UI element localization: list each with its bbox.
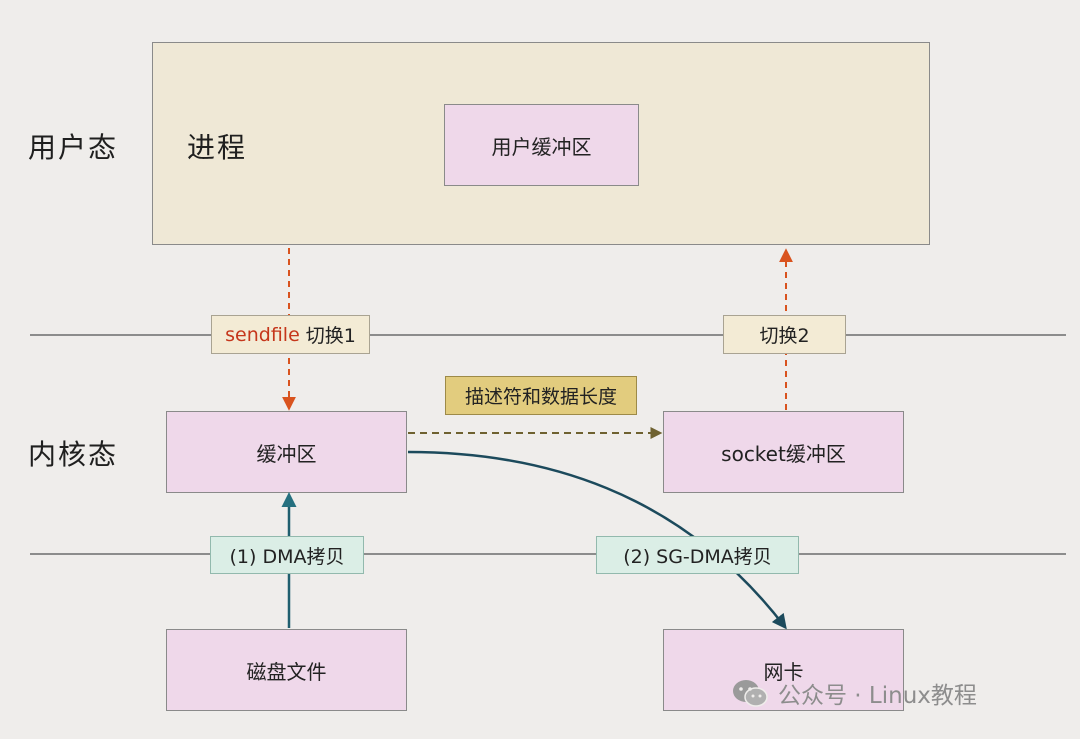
user-space-label: 用户态 xyxy=(28,131,119,164)
descriptor-tag: 描述符和数据长度 xyxy=(445,376,637,415)
wechat-watermark: 公众号 · Linux教程 xyxy=(730,676,977,710)
dma-copy-tag: (1) DMA拷贝 xyxy=(210,536,364,574)
switch2-tag: 切换2 xyxy=(723,315,846,354)
sendfile-switch1-tag: sendfile 切换1 xyxy=(211,315,370,354)
sg-dma-copy-tag: (2) SG-DMA拷贝 xyxy=(596,536,799,574)
descriptor-label: 描述符和数据长度 xyxy=(464,386,617,408)
socket-buffer-box: socket缓冲区 xyxy=(663,411,904,493)
user-buffer-box: 用户缓冲区 xyxy=(444,104,639,186)
kernel-buffer-label: 缓冲区 xyxy=(256,441,317,466)
kernel-hardware-boundary-line xyxy=(30,553,1066,555)
switch2-label: 切换2 xyxy=(759,325,810,347)
sg-dma-copy-arrow xyxy=(407,450,787,630)
process-title: 进程 xyxy=(187,131,248,164)
user-buffer-label: 用户缓冲区 xyxy=(491,134,592,159)
sg-dma-copy-label: (2) SG-DMA拷贝 xyxy=(623,545,772,568)
user-kernel-boundary-line xyxy=(30,334,1066,336)
switch1-label: 切换1 xyxy=(305,325,356,347)
dma-copy-label: (1) DMA拷贝 xyxy=(229,545,345,568)
wechat-icon xyxy=(733,680,768,707)
watermark-text: 公众号 · Linux教程 xyxy=(778,683,977,709)
disk-file-label: 磁盘文件 xyxy=(246,659,327,684)
socket-buffer-label: socket缓冲区 xyxy=(721,441,846,466)
sendfile-keyword: sendfile xyxy=(225,323,300,346)
kernel-space-label: 内核态 xyxy=(28,438,119,471)
kernel-buffer-box: 缓冲区 xyxy=(166,411,407,493)
disk-file-box: 磁盘文件 xyxy=(166,629,407,711)
nic-box: 网卡 xyxy=(663,629,904,711)
nic-label: 网卡 xyxy=(763,659,804,684)
